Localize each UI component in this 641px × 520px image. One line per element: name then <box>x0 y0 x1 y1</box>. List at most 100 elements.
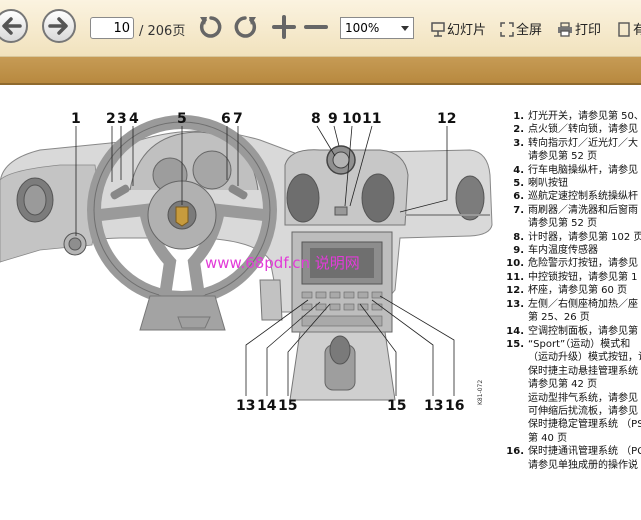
callout-15-left: 15 <box>278 398 297 414</box>
zoom-in-button[interactable] <box>272 14 296 44</box>
legend-text: 计时器，请参见第 102 页 <box>528 231 641 243</box>
legend-item: 10. 危险警示灯按钮，请参见 <box>504 257 641 270</box>
legend-number: 9. <box>513 245 524 257</box>
arrow-left-icon <box>2 17 22 35</box>
legend-text: （运动升级）模式按钮，访 <box>528 352 641 364</box>
legend-text: 空调控制面板，请参见第 <box>528 325 638 337</box>
legend-list: 1.灯光开关，请参见第 50、2. 点火锁／转向锁，请参见 3. 转向指示灯／近光灯／… <box>504 110 641 472</box>
zoom-out-button[interactable] <box>304 14 328 44</box>
dashboard-diagram: 1 2 3 4 5 6 7 8 9 10 11 12 13 14 15 15 1… <box>0 111 493 414</box>
legend-number: 13. <box>506 298 524 310</box>
legend-text: 中控锁按钮，请参见第 1 <box>528 271 638 283</box>
toolbar-band <box>0 57 641 83</box>
callout-13-left: 13 <box>236 398 255 414</box>
legend-text: 左侧／右侧座椅加热／座 <box>528 298 638 310</box>
document-icon <box>618 22 630 37</box>
watermark: www.68pdf.cn 说明网 <box>205 254 360 272</box>
legend-text: 请参见第 52 页 <box>528 218 598 230</box>
callout-2: 2 <box>106 111 116 127</box>
callout-5: 5 <box>177 111 187 127</box>
legend-number: 3. <box>513 137 524 149</box>
legend-text: 第 25、26 页 <box>528 312 590 324</box>
legend-number: 8. <box>513 231 524 243</box>
legend-number: 11. <box>506 271 524 283</box>
legend-text: 行车电脑操纵杆，请参见 <box>528 164 638 176</box>
callout-8: 8 <box>311 111 321 127</box>
legend-text: 请参见第 42 页 <box>528 379 598 391</box>
legend-text: 喇叭按钮 <box>528 178 568 190</box>
rotate-cw-button[interactable] <box>232 14 258 44</box>
legend-text: 第 40 页 <box>528 432 568 444</box>
legend-text: 转向指示灯／近光灯／大 <box>528 137 638 149</box>
legend-number: 12. <box>506 285 524 297</box>
callout-3: 3 <box>117 111 127 127</box>
callout-11: 11 <box>362 111 381 127</box>
callout-12: 12 <box>437 111 456 127</box>
legend-item: 14. 空调控制面板，请参见第 <box>504 325 641 338</box>
fullscreen-button[interactable]: 全屏 <box>500 19 542 38</box>
legend-number: 14. <box>506 325 524 337</box>
more-button[interactable]: 有 <box>617 19 641 38</box>
callout-leaders <box>75 125 455 396</box>
zoom-value: 100% <box>345 21 380 35</box>
legend-text: “Sport”（运动）模式和 <box>528 338 631 350</box>
legend-number: 7. <box>513 204 524 216</box>
legend-text: 危险警示灯按钮，请参见 <box>528 258 638 270</box>
legend-number: 5. <box>513 178 524 190</box>
legend-item: 12. 杯座，请参见第 60 页 <box>504 284 641 297</box>
callout-15-right: 15 <box>387 398 406 414</box>
center-right-vent <box>361 173 395 223</box>
legend-number: 1. <box>513 111 524 122</box>
legend-item: 2. 点火锁／转向锁，请参见 <box>504 123 641 136</box>
band-divider <box>0 83 641 85</box>
callout-16: 16 <box>445 398 464 414</box>
legend-number: 2. <box>513 124 524 136</box>
callouts-bottom: 13 14 15 15 13 16 <box>236 398 464 414</box>
callout-1: 1 <box>71 111 81 127</box>
center-left-vent <box>286 173 320 223</box>
legend-item: 8. 计时器，请参见第 102 页 <box>504 231 641 244</box>
plus-icon <box>272 15 296 39</box>
right-air-vent <box>455 175 485 221</box>
rotate-ccw-button[interactable] <box>198 14 224 44</box>
legend-item: 6.巡航定速控制系统操纵杆 <box>504 190 641 203</box>
legend-text: 车内温度传感器 <box>528 245 598 257</box>
legend-text: 可伸缩后扰流板，请参见 <box>528 405 638 417</box>
chevron-down-icon <box>401 26 409 31</box>
legend-number: 6. <box>513 191 524 203</box>
arrow-right-icon <box>48 17 68 35</box>
print-button[interactable]: 打印 <box>557 19 601 38</box>
gear-lever <box>329 335 351 365</box>
legend-text: 点火锁／转向锁，请参见 <box>528 124 638 136</box>
minus-icon <box>304 25 328 29</box>
rotate-ccw-icon <box>199 16 222 38</box>
legend-text: 请参见第 52 页 <box>528 151 598 163</box>
projector-icon <box>431 22 445 37</box>
legend-number: 4. <box>513 164 524 176</box>
legend-text: 保时捷主动悬挂管理系统 <box>528 365 638 377</box>
rotate-cw-icon <box>234 16 257 38</box>
zoom-select[interactable]: 100% <box>340 17 414 39</box>
callouts-top: 1 2 3 4 5 6 7 8 9 10 11 12 <box>71 111 456 127</box>
print-label: 打印 <box>575 23 602 38</box>
callout-7: 7 <box>233 111 243 127</box>
legend-text: 保时捷通讯管理系统 （PC <box>528 446 641 458</box>
legend-item: 15.“Sport”（运动）模式和（运动升级）模式按钮，访保时捷主动悬挂管理系统… <box>504 338 641 445</box>
forward-button[interactable] <box>42 9 76 43</box>
legend-text: 杯座，请参见第 60 页 <box>528 285 628 297</box>
pdf-toolbar: / 206页 100% 幻灯片 全屏 <box>0 0 641 57</box>
page-number-input[interactable] <box>90 17 134 39</box>
legend-number: 10. <box>506 258 524 270</box>
callout-10: 10 <box>342 111 362 127</box>
legend-item: 5. 喇叭按钮 <box>504 177 641 190</box>
callout-6: 6 <box>221 111 231 127</box>
legend-item: 1.灯光开关，请参见第 50、 <box>504 110 641 123</box>
page-total: / 206页 <box>139 24 186 39</box>
callout-9: 9 <box>328 111 338 127</box>
back-button[interactable] <box>0 9 28 43</box>
fullscreen-label: 全屏 <box>516 23 543 38</box>
slideshow-button[interactable]: 幻灯片 <box>431 19 486 38</box>
legend-text: 雨刷器／清洗器和后窗雨 <box>528 204 638 216</box>
printer-icon <box>558 22 572 37</box>
